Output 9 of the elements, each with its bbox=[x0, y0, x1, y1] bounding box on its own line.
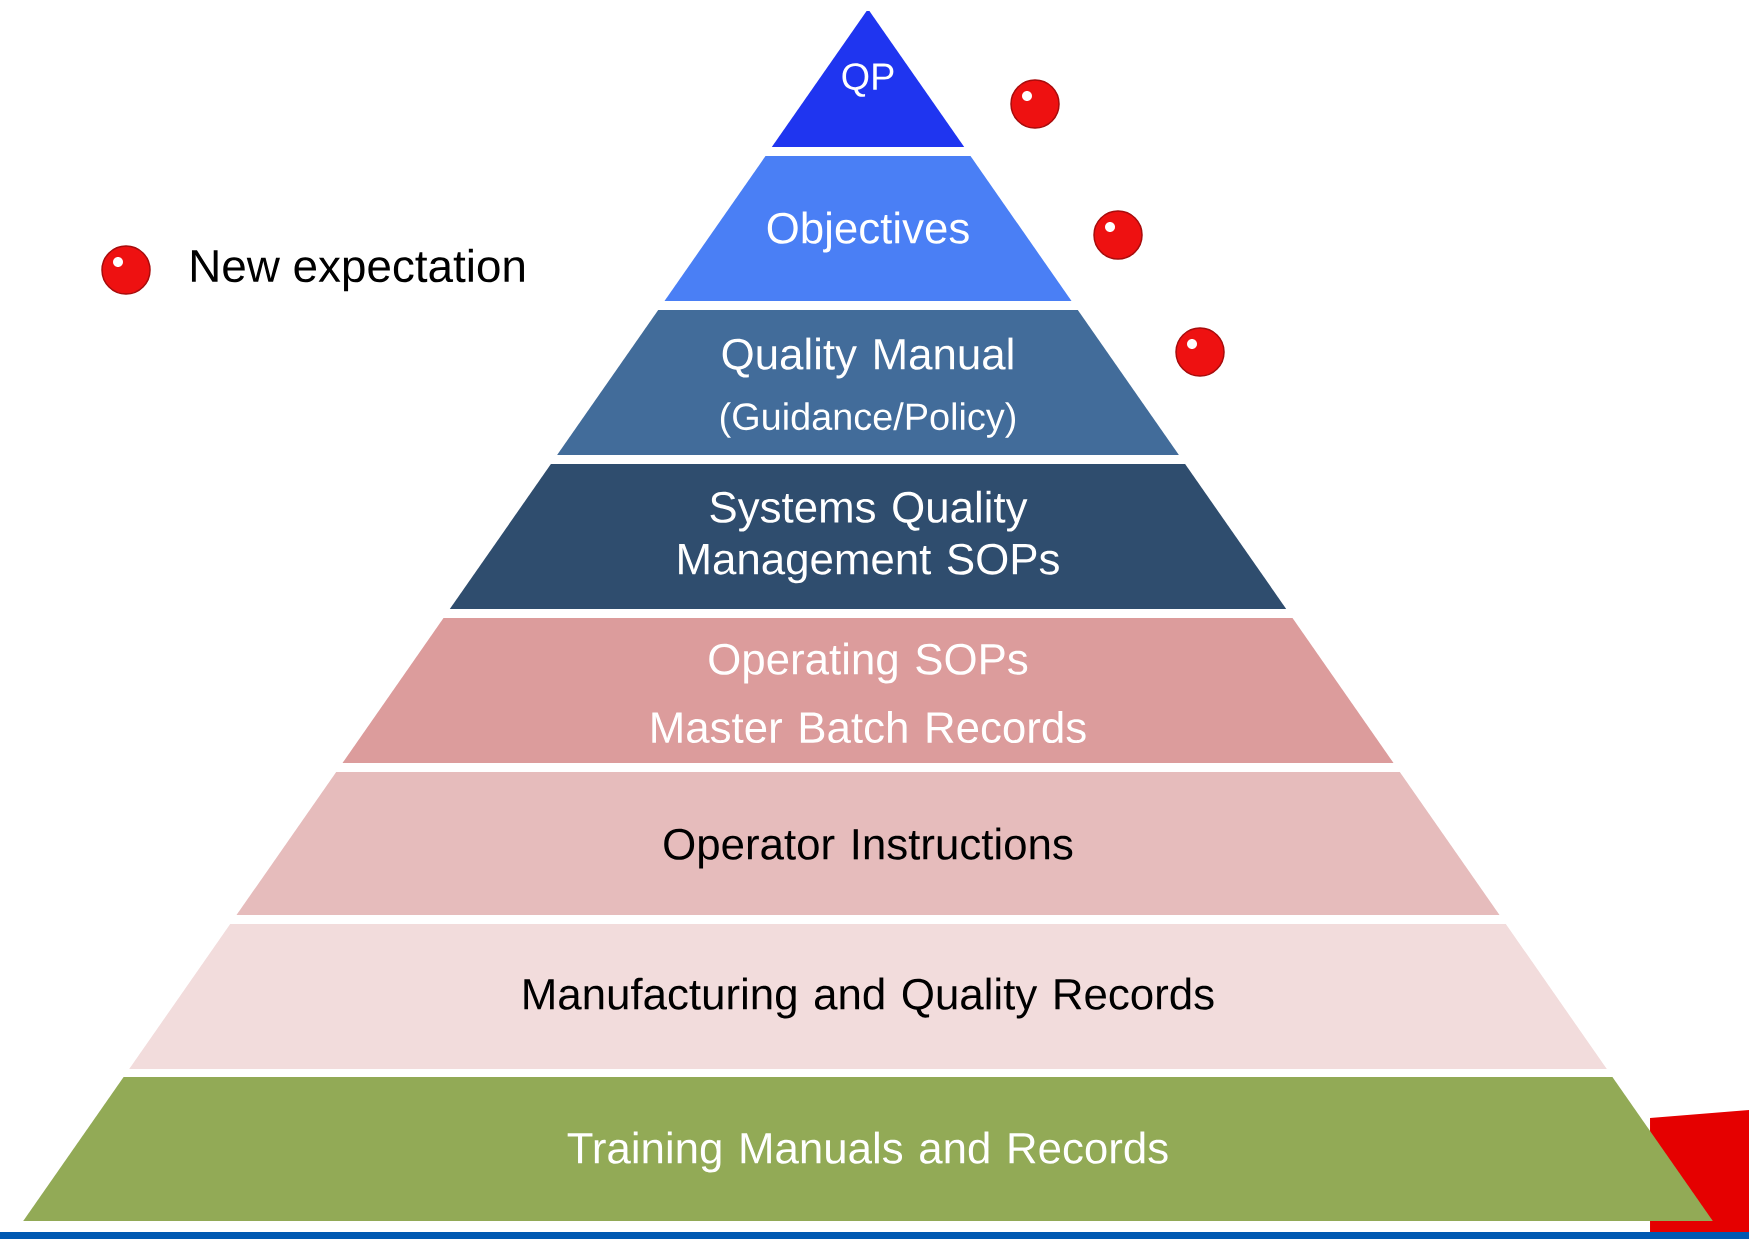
pyramid-level: Training Manuals and Records bbox=[23, 1077, 1713, 1221]
pyramid-level: Objectives bbox=[664, 156, 1072, 301]
legend-text: New expectation bbox=[191, 248, 524, 292]
pyramid-level: QP bbox=[771, 11, 965, 147]
pyramid-level: Systems Quality Management SOPs bbox=[449, 464, 1287, 609]
pyramid-level: Manufacturing and Quality Records bbox=[129, 924, 1607, 1069]
pyramid-level: Quality Manual (Guidance/Policy) bbox=[557, 310, 1179, 455]
pyramid-level: Operator Instructions bbox=[236, 772, 1500, 915]
pyramid-level: Operating SOPs Master Batch Records bbox=[342, 618, 1394, 763]
